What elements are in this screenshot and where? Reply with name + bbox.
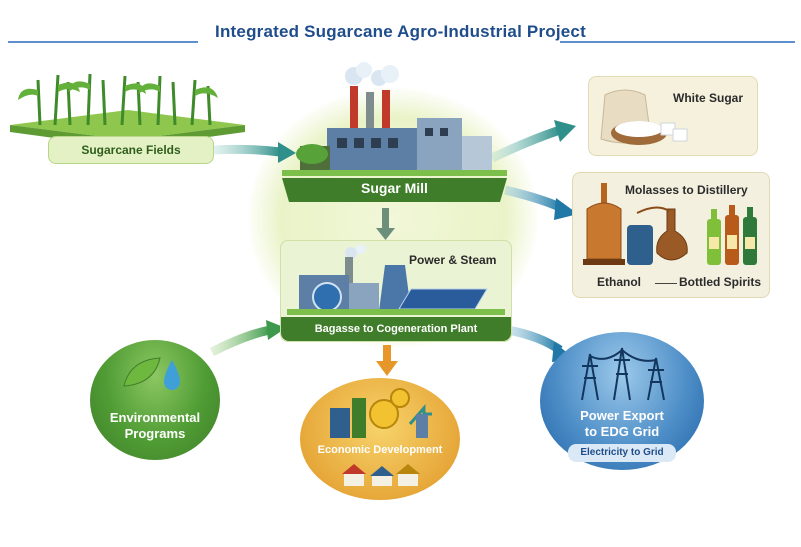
arrow-fields-to-mill: [213, 144, 281, 157]
environmental-programs-node: Environmental Programs: [90, 340, 220, 460]
arrow-mill-to-sugar: [490, 125, 562, 163]
white-sugar-node: White Sugar: [588, 76, 758, 156]
ethanol-spirits-connector: [655, 283, 677, 284]
power-plant-icon: [287, 245, 505, 315]
bottled-spirits-label: Bottled Spirits: [679, 275, 762, 289]
power-export-node: Power Export to EDG Grid Electricity to …: [540, 332, 704, 470]
electricity-to-grid-label: Electricity to Grid: [568, 444, 676, 462]
sugar-sack-icon: [600, 89, 688, 145]
factory-icon: [282, 62, 507, 202]
ethanol-label: Ethanol: [597, 275, 641, 289]
sugarcane-fields-label: Sugarcane Fields: [48, 136, 214, 164]
arrow-mill-to-distillery: [503, 185, 564, 213]
sugar-mill-label: Sugar Mill: [361, 180, 428, 196]
distillery-equipment-icon: [583, 183, 757, 265]
economic-development-label: Economic Development: [317, 444, 443, 456]
transmission-tower-icon: [581, 347, 665, 401]
economic-development-node: Economic Development: [300, 378, 460, 500]
diagram-title: Integrated Sugarcane Agro-Industrial Pro…: [215, 22, 586, 41]
city-coin-icon: [330, 388, 432, 438]
bagasse-label: Bagasse to Cogeneration Plant: [281, 317, 511, 341]
environmental-label-line2: Programs: [124, 426, 186, 441]
arrow-cogen-to-grid: [507, 325, 563, 354]
sugarcane-fields-node: Sugarcane Fields: [10, 70, 245, 170]
arrow-env-to-cogen: [209, 325, 271, 357]
sugar-mill-node: Sugar Mill: [282, 62, 507, 207]
power-export-label-line2: to EDG Grid: [584, 424, 660, 439]
power-steam-label: Power & Steam: [409, 253, 497, 267]
molasses-label: Molasses to Distillery: [625, 183, 748, 197]
environmental-label-line1: Environmental: [109, 410, 201, 425]
cogeneration-node: Power & Steam Bagasse to Cogeneration Pl…: [280, 240, 512, 342]
distillery-node: Molasses to Distillery Ethanol Bottled S…: [572, 172, 770, 298]
houses-icon: [342, 464, 420, 486]
power-export-label-line1: Power Export: [580, 408, 664, 423]
leaf-water-icon: [123, 357, 180, 390]
title-rule-right: [560, 41, 795, 43]
title-rule-left: [8, 41, 198, 43]
white-sugar-label: White Sugar: [673, 91, 744, 105]
